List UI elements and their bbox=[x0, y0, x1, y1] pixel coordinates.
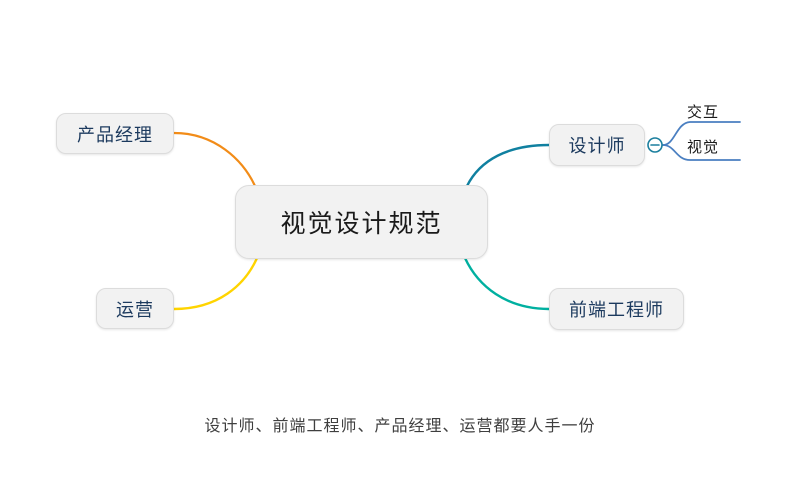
branch-node-frontend-engineer[interactable]: 前端工程师 bbox=[549, 288, 684, 330]
caption-text: 设计师、前端工程师、产品经理、运营都要人手一份 bbox=[204, 416, 596, 435]
connector-designer bbox=[465, 143, 551, 188]
central-topic-node[interactable]: 视觉设计规范 bbox=[235, 185, 488, 259]
minus-circle-icon[interactable] bbox=[647, 137, 663, 153]
subtopic-label-interaction[interactable]: 交互 bbox=[687, 103, 720, 121]
branch-label-product-manager: 产品经理 bbox=[77, 124, 153, 146]
branch-label-frontend-engineer: 前端工程师 bbox=[569, 300, 664, 321]
connector-frontend-engineer bbox=[463, 256, 551, 311]
connector-operations bbox=[172, 256, 259, 311]
branch-node-operations[interactable]: 运营 bbox=[96, 288, 174, 329]
branch-node-designer[interactable]: 设计师 bbox=[549, 124, 645, 166]
branch-label-designer: 设计师 bbox=[568, 136, 626, 157]
branch-node-product-manager[interactable]: 产品经理 bbox=[56, 113, 174, 154]
branch-label-operations: 运营 bbox=[116, 299, 154, 321]
subtopic-label-visual[interactable]: 视觉 bbox=[687, 138, 720, 156]
central-topic-label: 视觉设计规范 bbox=[280, 209, 443, 238]
connector-product-manager bbox=[172, 131, 257, 188]
